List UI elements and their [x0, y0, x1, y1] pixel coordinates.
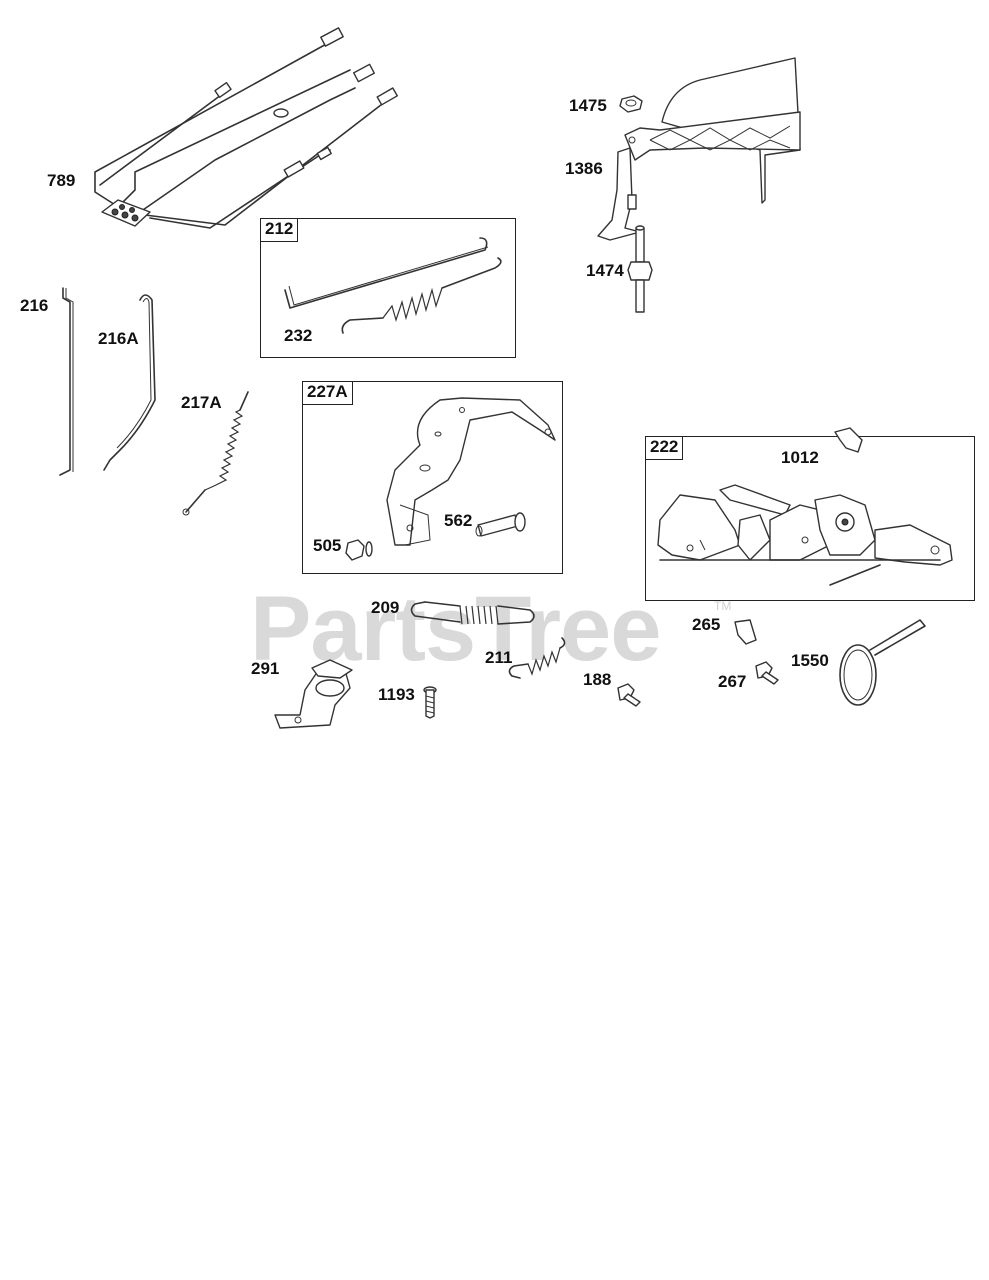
callout-1474[interactable]: 1474	[586, 261, 624, 280]
spring-1550-drawing	[839, 619, 926, 706]
nut-505-drawing	[345, 539, 373, 561]
nut-1475-drawing	[619, 95, 643, 113]
group-box-222: 222	[645, 436, 975, 601]
watermark: PartsTree	[250, 578, 661, 680]
link-rod-216-drawing	[59, 287, 71, 476]
group-tag-222[interactable]: 222	[645, 436, 684, 460]
governor-link-212-drawing	[284, 237, 502, 334]
group-box-212: 212	[260, 218, 516, 358]
clip-1012-drawing	[834, 427, 863, 453]
callout-1386[interactable]: 1386	[565, 159, 603, 178]
group-tag-212[interactable]: 212	[260, 218, 299, 242]
stud-1474-drawing	[627, 225, 653, 313]
callout-505[interactable]: 505	[313, 536, 342, 555]
bracket-291-drawing	[274, 659, 353, 729]
screw-1193-drawing	[423, 686, 437, 719]
screw-188-drawing	[617, 683, 641, 707]
callout-209[interactable]: 209	[371, 598, 400, 617]
callout-562[interactable]: 562	[444, 511, 473, 530]
callout-265[interactable]: 265	[692, 615, 721, 634]
group-tag-227a[interactable]: 227A	[302, 381, 353, 405]
spring-209-drawing	[410, 601, 535, 625]
link-rod-216a-drawing	[103, 294, 156, 471]
callout-1475[interactable]: 1475	[569, 96, 607, 115]
callout-232[interactable]: 232	[284, 326, 313, 345]
clamp-265-drawing	[734, 619, 757, 645]
callout-291[interactable]: 291	[251, 659, 280, 678]
callout-216[interactable]: 216	[20, 296, 49, 315]
spring-217a-drawing	[182, 391, 249, 516]
callout-1012[interactable]: 1012	[781, 448, 819, 467]
callout-217a[interactable]: 217A	[181, 393, 222, 412]
callout-267[interactable]: 267	[718, 672, 747, 691]
callout-188[interactable]: 188	[583, 670, 612, 689]
spring-211-drawing	[508, 637, 566, 679]
callout-789[interactable]: 789	[47, 171, 76, 190]
callout-1193[interactable]: 1193	[378, 685, 415, 704]
air-vane-1386-drawing	[597, 57, 801, 241]
bracket-227a-drawing	[386, 397, 556, 546]
callout-216a[interactable]: 216A	[98, 329, 139, 348]
watermark-trademark: TM	[714, 599, 732, 613]
pin-562-drawing	[475, 512, 526, 537]
wiring-harness-drawing	[94, 27, 398, 229]
group-box-227a: 227A	[302, 381, 563, 574]
screw-267-drawing	[755, 661, 779, 685]
control-assembly-222-drawing	[657, 484, 953, 586]
callout-211[interactable]: 211	[485, 648, 513, 667]
callout-1550[interactable]: 1550	[791, 651, 829, 670]
